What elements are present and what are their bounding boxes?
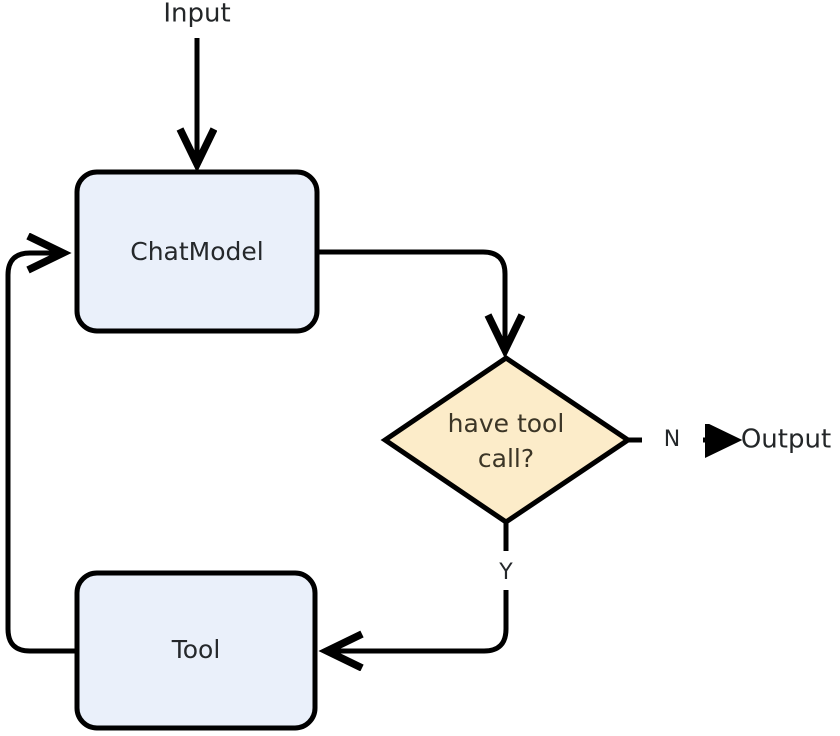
edge-chatmodel-to-decision	[317, 249, 505, 349]
node-chatmodel-label: ChatModel	[130, 237, 263, 266]
node-tool-label: Tool	[171, 635, 221, 664]
node-decision-label-line1: have tool	[448, 409, 565, 438]
terminal-input-label: Input	[163, 0, 230, 29]
edge-label-no-branch: N	[664, 427, 680, 452]
terminal-output-label: Output	[741, 425, 831, 455]
node-tool[interactable]	[74, 570, 318, 731]
edge-tool-to-chatmodel	[5, 253, 77, 654]
edge-label-yes-branch: Y	[498, 560, 513, 585]
edge-decision-to-tool-lower	[328, 590, 509, 651]
node-decision-have-tool-call[interactable]	[380, 354, 633, 526]
node-decision-label-line2: call?	[478, 444, 534, 473]
